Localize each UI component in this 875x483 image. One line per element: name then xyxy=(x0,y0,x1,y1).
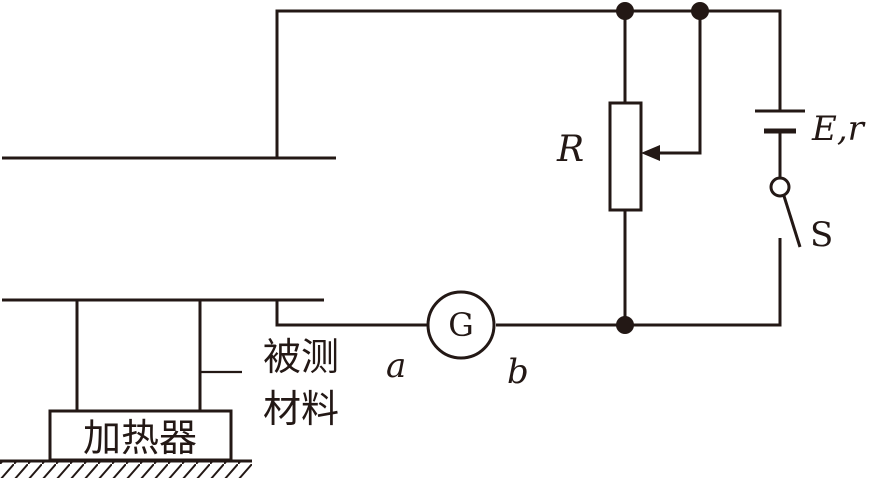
battery-label: E,r xyxy=(811,109,866,149)
switch-blade xyxy=(782,195,802,248)
junction-node-top-right xyxy=(691,2,709,20)
upper-plate-lead xyxy=(275,9,782,158)
material-label-line2: 材料 xyxy=(263,387,339,431)
wire-a-to-lower-plate xyxy=(275,300,428,327)
resistor-label: R xyxy=(556,129,584,170)
material-label-line1: 被测 xyxy=(263,335,339,379)
galvanometer-label: G xyxy=(448,306,474,344)
rheostat-slider-arrow xyxy=(641,145,660,161)
rheostat-body xyxy=(608,101,643,212)
rheostat-slider-wire xyxy=(656,11,702,155)
terminal-a-label: a xyxy=(386,346,406,386)
switch-label: S xyxy=(810,215,833,255)
heater-box xyxy=(48,409,233,462)
switch-pivot xyxy=(769,176,791,198)
ground-hatch xyxy=(0,462,252,478)
terminal-b-label: b xyxy=(507,352,529,392)
junction-node-top-left xyxy=(616,2,634,20)
switch-lower-lead xyxy=(625,238,782,327)
heater-label: 加热器 xyxy=(83,416,197,460)
